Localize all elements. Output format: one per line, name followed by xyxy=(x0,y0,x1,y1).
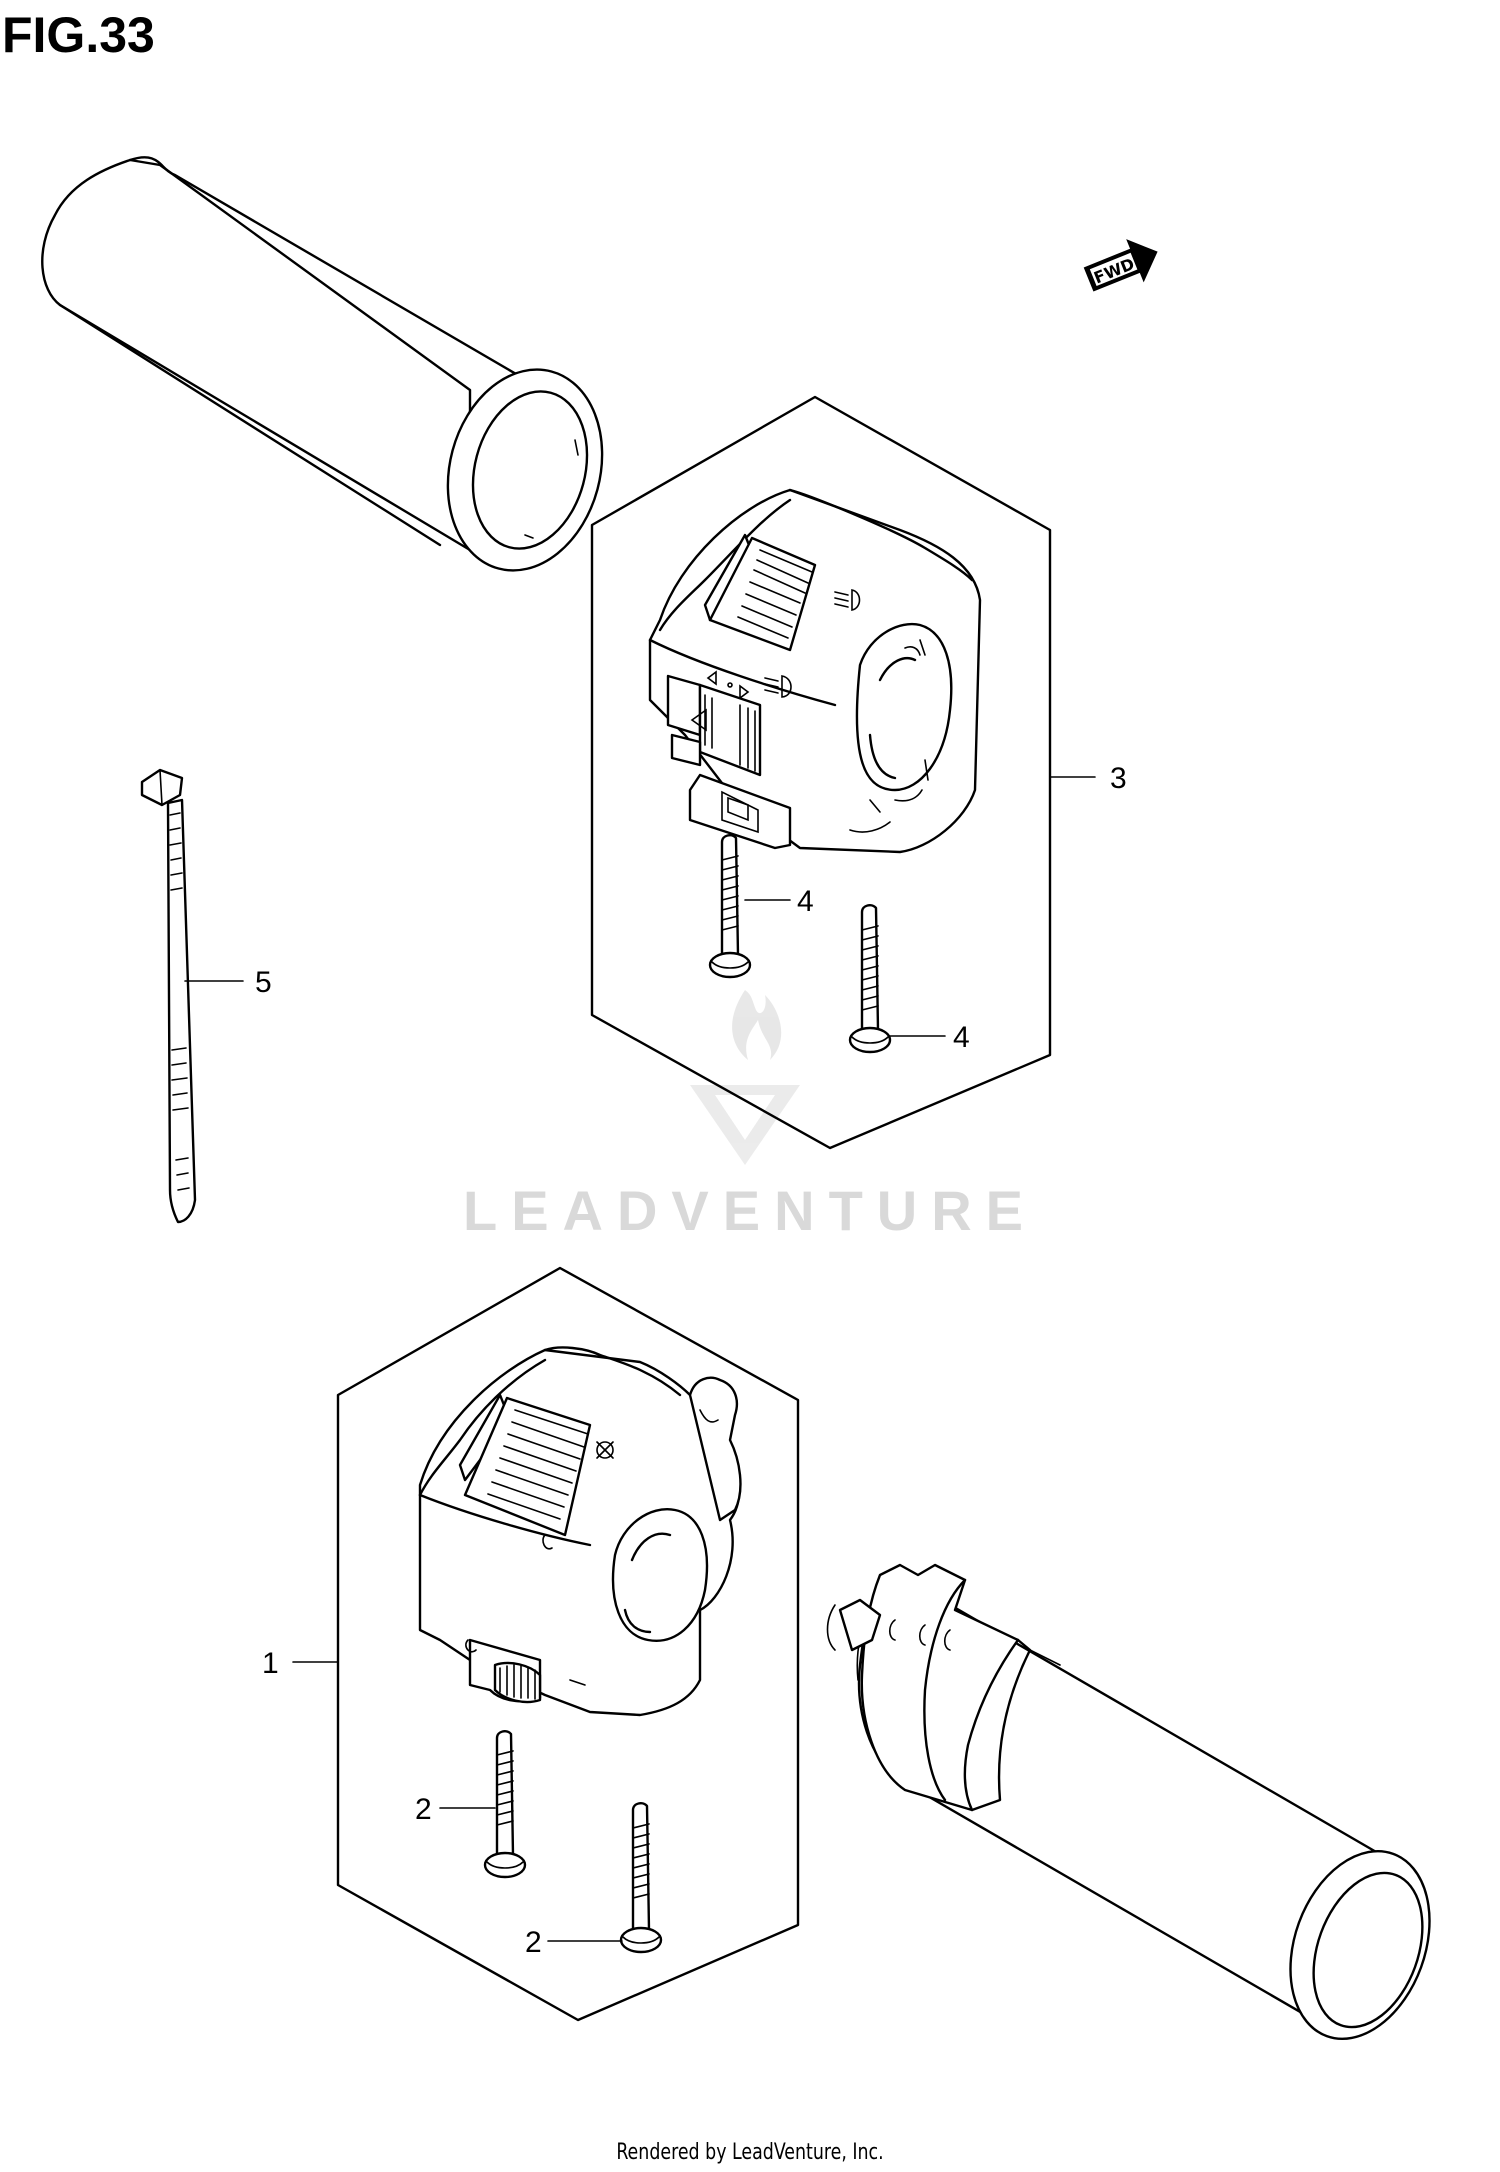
callout-1: 1 xyxy=(262,1647,339,1680)
callout-2b: 2 xyxy=(525,1926,623,1959)
callout-number-4a: 4 xyxy=(797,885,814,918)
watermark-flame-logo xyxy=(690,990,800,1165)
watermark-text: LEADVENTURE xyxy=(463,1179,1037,1242)
render-credit-footer: Rendered by LeadVenture, Inc. xyxy=(616,2140,884,2165)
figure-title: FIG.33 xyxy=(2,7,155,63)
screw-4b xyxy=(848,904,892,1054)
callout-4a: 4 xyxy=(744,885,814,918)
screw-2b xyxy=(619,1802,663,1954)
callout-number-2b: 2 xyxy=(525,1926,542,1959)
assembly-1-outline xyxy=(336,1266,800,2022)
callout-number-2a: 2 xyxy=(415,1793,432,1826)
screw-2a xyxy=(483,1730,527,1879)
callout-number-3: 3 xyxy=(1110,762,1127,795)
cable-tie-item-5 xyxy=(140,768,197,1224)
left-switch-housing-item-3 xyxy=(648,488,982,854)
callout-number-4b: 4 xyxy=(953,1021,970,1054)
right-switch-housing-item-1 xyxy=(418,1346,742,1717)
callout-2a: 2 xyxy=(415,1793,496,1826)
callout-3: 3 xyxy=(1049,762,1127,795)
screw-4a xyxy=(708,834,752,979)
callout-5: 5 xyxy=(184,966,272,999)
left-handlebar-grip xyxy=(41,156,604,572)
callout-number-1: 1 xyxy=(262,1647,279,1680)
assembly-3-outline xyxy=(590,395,1052,1150)
callout-4b: 4 xyxy=(889,1021,970,1054)
callout-number-5: 5 xyxy=(255,966,272,999)
fwd-direction-arrow: FWD xyxy=(1083,239,1158,292)
throttle-grip xyxy=(826,1563,1431,2041)
watermark: LEADVENTURE xyxy=(463,990,1037,1242)
